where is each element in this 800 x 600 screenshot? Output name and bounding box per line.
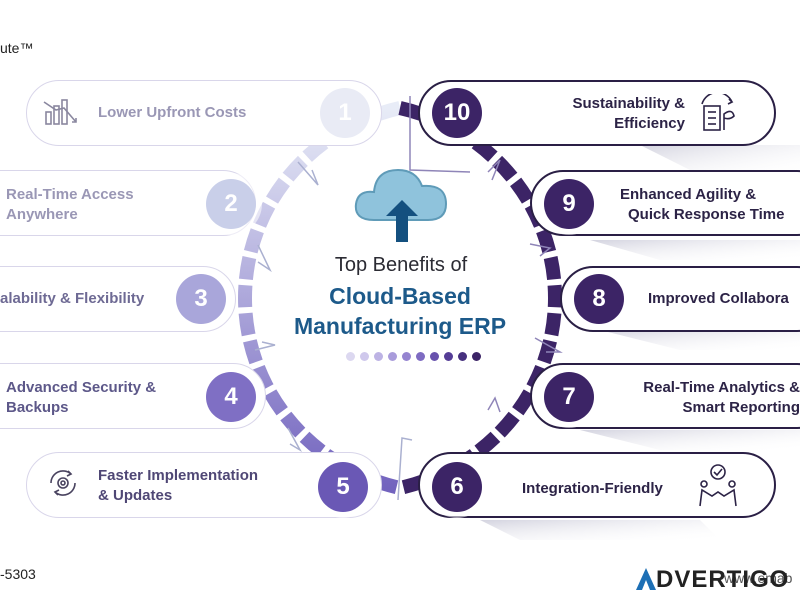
advertigo-logo-icon (636, 568, 656, 590)
benefit-label-5-line1: Faster Implementation (98, 467, 259, 484)
benefit-label-1: Lower Upfront Costs (98, 104, 247, 121)
benefit-number-4: 4 (206, 372, 256, 422)
diagram-title-line1: Top Benefits of (334, 254, 468, 276)
benefit-label-9-line1: Enhanced Agility & (620, 186, 757, 203)
dot (430, 352, 439, 361)
benefit-number-1: 1 (320, 88, 370, 138)
dot (374, 352, 383, 361)
corner-brand-fragment: ute™ (0, 40, 34, 56)
benefit-label-7-line2: Smart Reporting (682, 399, 800, 416)
benefit-number-7: 7 (544, 372, 594, 422)
benefit-number-8: 8 (574, 274, 624, 324)
benefit-label-10-line2: Efficiency (614, 115, 685, 132)
gear-cycle-icon (46, 466, 80, 500)
dot (444, 352, 453, 361)
progress-dots (346, 352, 481, 362)
benefit-label-9-line2: Quick Response Time (628, 206, 785, 223)
dot (416, 352, 425, 361)
benefit-label-5-line2: & Updates (98, 487, 173, 504)
benefit-label-2-line1: Real-Time Access (6, 186, 134, 203)
diagram-title-line3: Manufacturing ERP (293, 313, 507, 339)
benefit-label-7-line1: Real-Time Analytics & (643, 379, 800, 396)
dot (472, 352, 481, 361)
benefit-label-4-line1: Advanced Security & (6, 379, 157, 396)
dot (346, 352, 355, 361)
benefit-label-3: alability & Flexibility (0, 290, 145, 307)
benefit-label-2-line2: Anywhere (6, 206, 78, 223)
benefit-number-6: 6 (432, 462, 482, 512)
dot (388, 352, 397, 361)
cloud-upload-icon (352, 158, 452, 248)
benefit-number-3: 3 (176, 274, 226, 324)
benefit-label-4-line2: Backups (6, 399, 69, 416)
benefit-label-8: Improved Collabora (648, 290, 789, 307)
phone-fragment: -5303 (0, 566, 36, 582)
benefit-number-2: 2 (206, 179, 256, 229)
benefit-label-6: Integration-Friendly (522, 480, 663, 497)
dot (402, 352, 411, 361)
dot (360, 352, 369, 361)
benefit-number-5: 5 (318, 462, 368, 512)
cost-chart-icon (42, 96, 82, 130)
eco-building-icon (696, 91, 740, 134)
diagram-title-line2: Cloud-Based (329, 283, 471, 309)
benefit-number-10: 10 (432, 88, 482, 138)
handshake-icon (696, 462, 740, 508)
advertigo-brand: DVERTIGO (656, 566, 790, 593)
benefit-label-10-line1: Sustainability & (572, 95, 685, 112)
watermark-url: www.emab (724, 570, 793, 586)
benefit-number-9: 9 (544, 179, 594, 229)
dot (458, 352, 467, 361)
